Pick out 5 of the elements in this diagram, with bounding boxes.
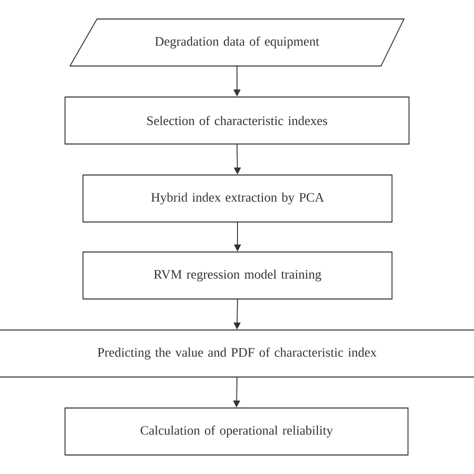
process-box: Hybrid index extraction by PCA bbox=[82, 174, 392, 222]
process-band: Predicting the value and PDF of characteristic index bbox=[0, 330, 474, 378]
process-box: Selection of characteristic indexes bbox=[64, 96, 410, 144]
process-box: Calculation of operational reliability bbox=[64, 408, 408, 456]
process-box: RVM regression model training bbox=[82, 252, 392, 300]
